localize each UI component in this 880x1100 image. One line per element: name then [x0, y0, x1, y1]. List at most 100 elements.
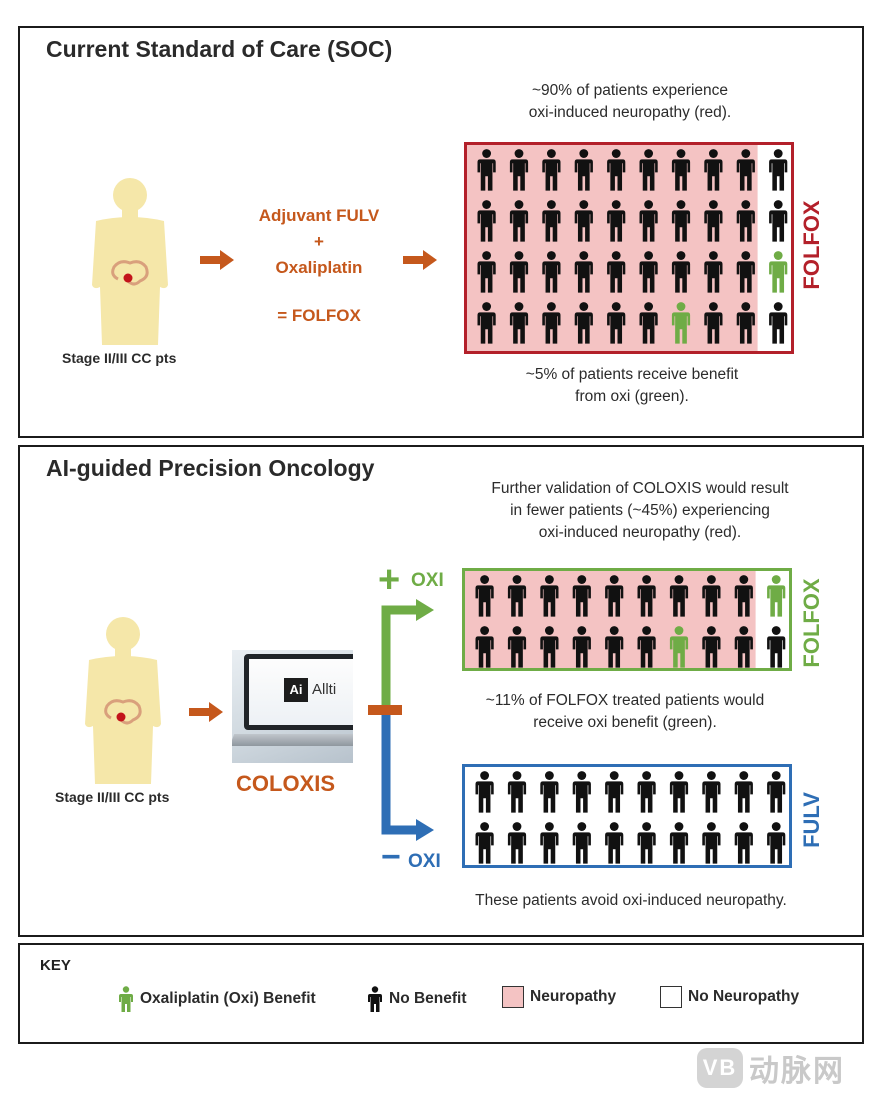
neuropathy-swatch	[502, 986, 524, 1008]
person-no-benefit-icon	[475, 822, 494, 864]
person-no-benefit-icon	[637, 822, 656, 864]
minus-sign: −	[381, 838, 401, 876]
person-no-benefit-icon	[639, 251, 658, 293]
ai-caption: Stage II/III CC pts	[55, 789, 170, 805]
person-no-benefit-icon	[607, 251, 626, 293]
person-no-benefit-icon	[671, 251, 691, 293]
ai-fulv-label: FULV	[799, 792, 824, 848]
person-no-benefit-icon	[769, 302, 788, 344]
person-no-benefit-icon	[542, 149, 561, 191]
key-label-neuropathy: Neuropathy	[530, 988, 617, 1005]
person-no-benefit-icon	[669, 771, 689, 813]
patient-grid-svg	[462, 568, 792, 671]
person-no-benefit-icon	[769, 200, 788, 242]
person-no-benefit-icon	[605, 575, 624, 617]
person-no-benefit-icon	[509, 200, 529, 242]
ai-note-mid-line2: receive oxi benefit (green).	[533, 714, 717, 731]
soc-note-bottom-line2: from oxi (green).	[575, 388, 689, 405]
soc-note-top-line1: ~90% of patients experience	[531, 82, 729, 99]
person-no-benefit-icon	[736, 200, 755, 242]
person-no-benefit-icon	[542, 302, 561, 344]
person-green-icon	[119, 986, 133, 1012]
person-no-benefit-icon	[671, 149, 691, 191]
person-no-benefit-icon	[702, 822, 721, 864]
ai-note-top-line2: in fewer patients (~45%) experiencing	[510, 502, 770, 519]
person-no-benefit-icon	[507, 822, 527, 864]
watermark: VB 动脉网	[697, 1046, 845, 1090]
ai-folfox-patient-grid	[462, 568, 792, 671]
coloxis-laptop-image: Ai Allti	[232, 650, 353, 763]
key-title: KEY	[40, 957, 71, 974]
person-no-benefit-icon	[475, 626, 494, 668]
key-item-no-neuropathy: No Neuropathy	[660, 986, 799, 1008]
ai-fulv-patient-grid	[462, 764, 792, 868]
patient-grid-svg	[462, 764, 792, 868]
patient-body-icon	[92, 178, 168, 345]
laptop-screen	[244, 654, 353, 730]
person-no-benefit-icon	[540, 575, 559, 617]
key-label-no-neuropathy: No Neuropathy	[688, 988, 800, 1005]
person-no-benefit-icon	[477, 251, 496, 293]
person-no-benefit-icon	[669, 575, 689, 617]
plus-sign: +	[378, 559, 401, 601]
patient-body-icon	[85, 617, 161, 784]
laptop-base	[232, 734, 353, 746]
person-no-benefit-icon	[509, 302, 529, 344]
coloxis-label: COLOXIS	[236, 771, 336, 796]
ai-note-top-line3: oxi-induced neuropathy (red).	[538, 524, 742, 541]
no-neuropathy-swatch	[660, 986, 682, 1008]
grid-border	[462, 764, 792, 868]
person-no-benefit-icon	[540, 822, 559, 864]
person-no-benefit-icon	[734, 771, 753, 813]
person-no-benefit-icon	[736, 251, 755, 293]
person-no-benefit-icon	[572, 771, 591, 813]
person-no-benefit-icon	[572, 626, 591, 668]
key-panel	[18, 943, 864, 1044]
drug-regimen: Adjuvant FULV + Oxaliplatin = FOLFOX	[244, 203, 394, 329]
drug-line-plus: +	[314, 232, 324, 251]
person-no-benefit-icon	[605, 626, 624, 668]
person-no-benefit-icon	[704, 302, 723, 344]
ai-folfox-label: FOLFOX	[799, 578, 824, 668]
person-no-benefit-icon	[704, 251, 723, 293]
person-no-benefit-icon	[507, 626, 527, 668]
person-no-benefit-icon	[574, 251, 593, 293]
soc-note-bottom-line1: ~5% of patients receive benefit	[525, 366, 739, 383]
watermark-logo-icon: VB	[697, 1048, 743, 1088]
person-benefit-icon	[767, 575, 786, 617]
patient-grid-svg	[464, 142, 794, 354]
drug-line-fulv: Adjuvant FULV	[258, 206, 380, 225]
person-no-benefit-icon	[734, 822, 753, 864]
person-benefit-icon	[671, 302, 691, 344]
drug-line-folfox: = FOLFOX	[277, 306, 361, 325]
person-no-benefit-icon	[540, 626, 559, 668]
person-no-benefit-icon	[702, 575, 721, 617]
key-label-no-benefit: No Benefit	[389, 990, 467, 1007]
person-no-benefit-icon	[639, 302, 658, 344]
branch-arrows	[368, 599, 434, 841]
soc-folfox-label: FOLFOX	[799, 200, 824, 290]
person-no-benefit-icon	[704, 200, 723, 242]
person-no-benefit-icon	[574, 149, 593, 191]
person-black-icon	[368, 986, 382, 1012]
person-no-benefit-icon	[475, 575, 494, 617]
ai-note-bottom: These patients avoid oxi-induced neuropa…	[475, 892, 787, 909]
person-no-benefit-icon	[767, 822, 786, 864]
ai-title: AI-guided Precision Oncology	[46, 455, 375, 481]
person-no-benefit-icon	[540, 771, 559, 813]
soc-title: Current Standard of Care (SOC)	[46, 36, 393, 62]
minus-oxi-label: OXI	[408, 851, 441, 872]
person-no-benefit-icon	[607, 302, 626, 344]
person-no-benefit-icon	[607, 200, 626, 242]
person-no-benefit-icon	[736, 149, 755, 191]
person-no-benefit-icon	[574, 200, 593, 242]
person-no-benefit-icon	[639, 200, 658, 242]
drug-line-oxaliplatin: Oxaliplatin	[275, 258, 363, 277]
person-no-benefit-icon	[475, 771, 494, 813]
person-no-benefit-icon	[734, 626, 753, 668]
plus-oxi-label: OXI	[411, 570, 444, 591]
soc-note-top: ~90% of patients experience oxi-induced …	[505, 80, 755, 124]
arrow-right-icon	[189, 702, 223, 722]
person-no-benefit-icon	[736, 302, 755, 344]
person-no-benefit-icon	[702, 771, 721, 813]
